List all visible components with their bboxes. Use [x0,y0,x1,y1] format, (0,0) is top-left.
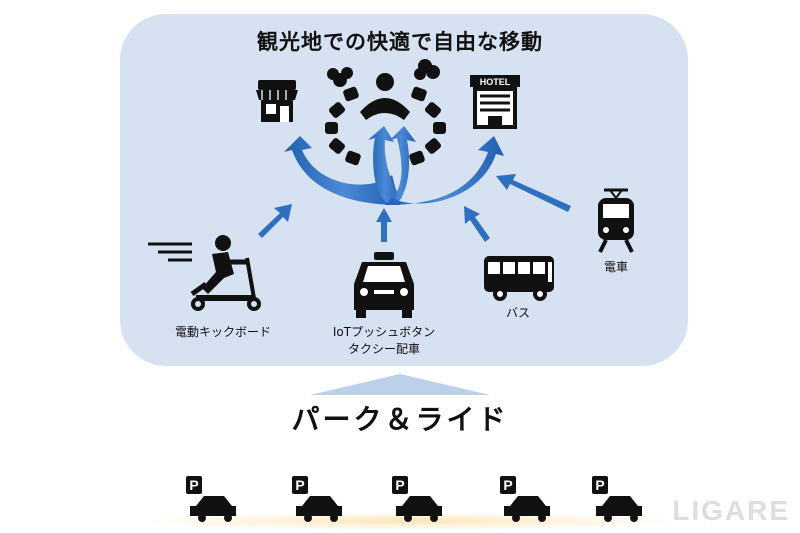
hotel-sign-text: HOTEL [480,77,511,87]
parking-sign: P [503,477,512,493]
parking-car-icon: P [292,476,342,522]
train-label: 電車 [603,260,628,274]
park-and-ride-heading: パーク＆ライド [291,403,509,436]
bus-icon [484,256,554,301]
up-pointer [310,374,490,395]
ligare-logo: LIGARE [672,495,790,526]
parking-car-icon: P [392,476,442,522]
taxi-label-line1: IoTプッシュボタン [332,325,436,339]
diagram-title: 観光地での快適で自由な移動 [257,30,543,54]
bus-label: バス [505,306,530,320]
electric-scooter-icon [148,235,261,311]
parking-car-icon: P [186,476,236,522]
feeder-arrows [258,174,571,242]
scooter-label: 電動キックボード [174,325,271,339]
convergence-arrows [284,126,504,205]
taxi-icon [354,252,414,318]
parking-sign: P [189,477,198,493]
parking-car-icon: P [592,476,642,522]
parking-sign: P [395,477,404,493]
taxi-label-line2: タクシー配車 [347,342,420,356]
tourist-crowd-icon [325,59,446,166]
parking-sign: P [295,477,304,493]
train-icon [598,188,634,253]
parking-sign: P [595,477,604,493]
parking-car-icon: P [500,476,550,522]
hotel-icon: HOTEL [470,75,520,129]
shop-icon [256,80,298,122]
